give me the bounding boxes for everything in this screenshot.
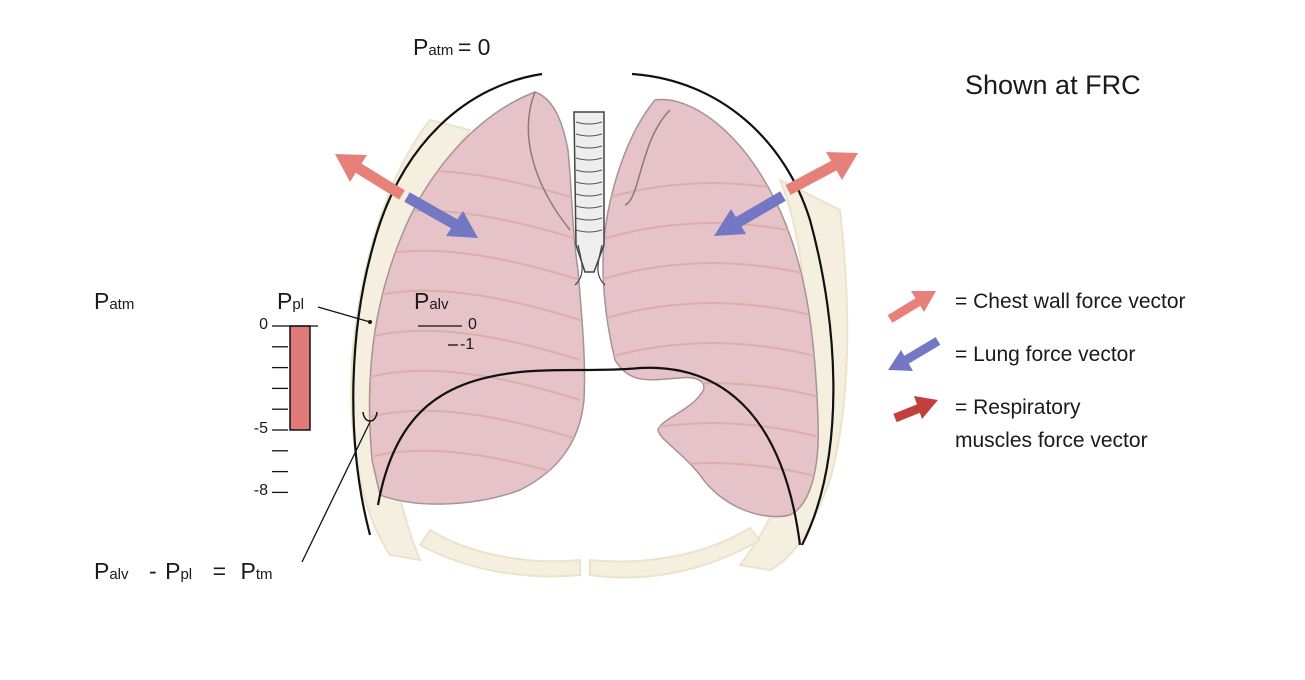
lung-arrow-right: [714, 191, 786, 236]
ppl-label-subscript: pl: [292, 296, 305, 313]
diagram-title: Shown at FRC: [965, 70, 1141, 100]
ptm-pointer-line: [301, 421, 371, 563]
pleural-pressure-scale: [272, 325, 318, 494]
legend-chest-wall-label: = Chest wall force vector: [955, 290, 1186, 313]
left-lung: [368, 91, 586, 505]
ppl-label-symbol: P: [277, 288, 293, 314]
palv-label-subscript: alv: [429, 296, 449, 313]
ppl-label: Ppl: [277, 288, 304, 315]
eq-ptm-sub: tm: [255, 566, 273, 583]
transmural-equation: Palv - Ppl = Ptm: [94, 558, 273, 585]
scale-tick-label: -8: [253, 482, 268, 500]
patm-equals-zero: = 0: [457, 34, 491, 60]
patm-subscript: atm: [428, 42, 454, 59]
legend-respiratory-arrow: [893, 396, 938, 423]
chest-wall: [352, 72, 835, 546]
eq-ppl-symbol: P: [165, 558, 181, 584]
eq-ppl-sub: pl: [180, 566, 193, 583]
scale-tick-label: 0: [259, 316, 268, 333]
patm-label-symbol: P: [94, 288, 110, 314]
scale-tick-label: -5: [253, 420, 268, 437]
ppl-pointer-dot: [368, 320, 372, 324]
palv-label: Palv: [414, 288, 449, 315]
alveolar-minus-one-label: -1: [460, 336, 475, 353]
eq-ptm-symbol: P: [240, 558, 256, 584]
legend-respiratory-label-line1: = Respiratory: [955, 396, 1081, 419]
patm-label-subscript: atm: [109, 296, 135, 313]
legend-lung-arrow: [888, 337, 941, 371]
legend-chest-wall-arrow: [887, 291, 936, 323]
legend-lung-label: = Lung force vector: [955, 343, 1136, 366]
pleural-hook: [362, 411, 378, 422]
diaphragm: [376, 366, 802, 546]
trachea: [573, 111, 606, 286]
palv-label-symbol: P: [414, 288, 430, 314]
patm-label: Patm: [94, 288, 134, 315]
eq-palv-sub: alv: [109, 566, 129, 583]
eq-equals: =: [212, 558, 227, 584]
legend-respiratory-label-line2: muscles force vector: [955, 429, 1148, 452]
eq-minus: -: [148, 558, 157, 584]
right-lung: [602, 98, 819, 518]
alveolar-zero-label: 0: [468, 316, 477, 333]
chest-wall-arrow-right: [785, 152, 858, 195]
pleural-pressure-bar: [289, 325, 311, 431]
eq-palv-symbol: P: [94, 558, 110, 584]
lung-arrow-left: [404, 192, 478, 238]
top-atmospheric-pressure: Patm = 0: [413, 34, 490, 61]
patm-symbol: P: [413, 34, 429, 60]
chest-wall-arrow-left: [335, 154, 405, 200]
ppl-pointer-line: [317, 306, 371, 323]
